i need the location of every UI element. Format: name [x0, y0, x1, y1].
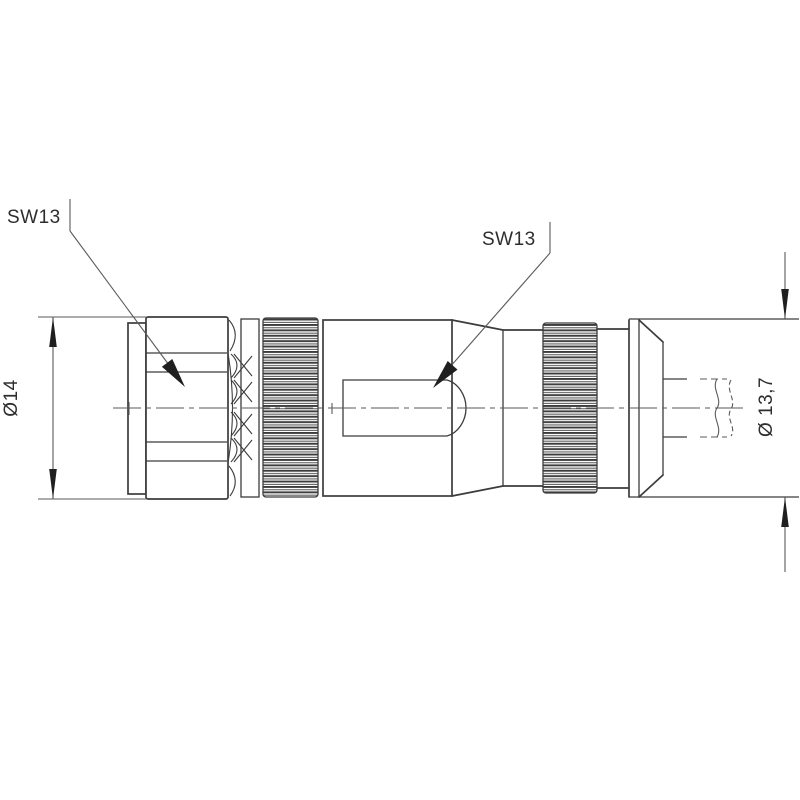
break-line	[728, 379, 734, 437]
center-line	[113, 402, 746, 415]
dimension-dia14: Ø14	[1, 316, 146, 500]
sw13-left-label: SW13	[7, 207, 61, 228]
arrowhead-down	[781, 289, 789, 319]
dia13-7-label: Ø 13,7	[756, 377, 777, 437]
arrowhead-up	[49, 317, 57, 347]
leader-arrowhead	[433, 361, 458, 388]
arrowhead-down	[49, 469, 57, 499]
dia14-label: Ø14	[1, 379, 22, 416]
arrowhead-up	[781, 497, 789, 527]
leader-sw13-left: SW13	[7, 199, 185, 387]
dimension-dia13-7: Ø 13,7	[629, 252, 799, 572]
leader-arrowhead	[161, 359, 185, 387]
sw13-mid-label: SW13	[482, 229, 536, 250]
cable-exit	[663, 378, 734, 438]
leader-sw13-mid: SW13	[433, 222, 551, 388]
